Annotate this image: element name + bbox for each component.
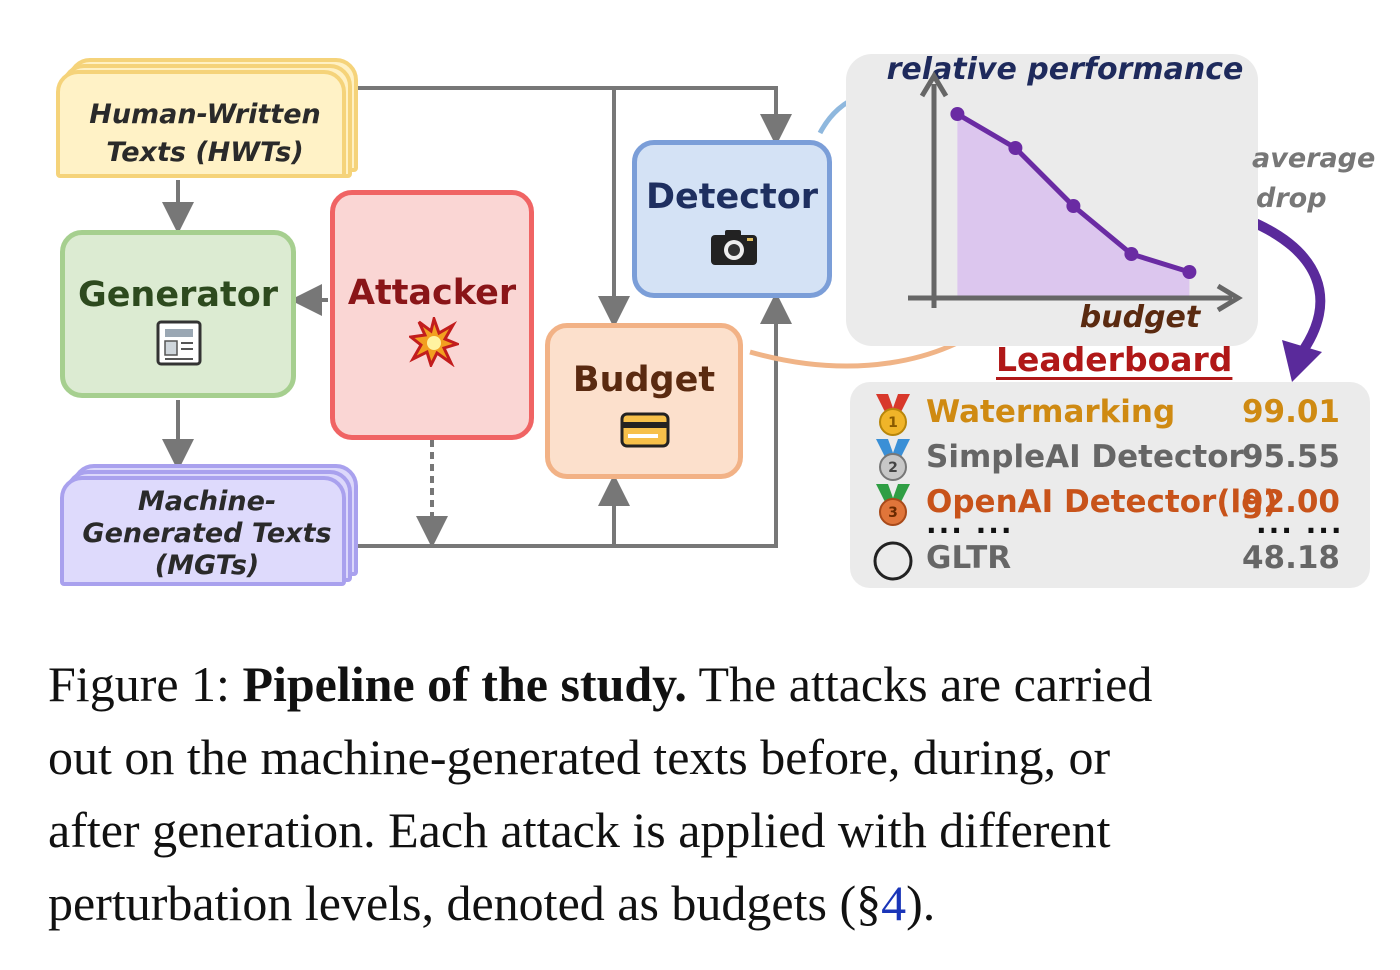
leaderboard-panel (850, 382, 1370, 588)
leaderboard-row-4: GLTR 48.18 (870, 540, 1340, 584)
empty-circle-icon (873, 541, 913, 581)
explosion-icon (409, 317, 459, 367)
connector-layer (162, 86, 1326, 548)
attacker-label: Attacker (347, 273, 517, 313)
caption-figure-number: Figure 1: (48, 656, 243, 712)
budget-label: Budget (572, 360, 716, 400)
camera-icon (711, 230, 757, 265)
bronze-medal-icon: 3 (876, 484, 910, 526)
caption-line4-suffix: ). (906, 875, 936, 931)
silver-medal-number: 2 (888, 460, 898, 476)
leaderboard-row-1: 1 Watermarking 99.01 (870, 394, 1340, 438)
mgt-label-line3: (MGTs) (154, 550, 260, 581)
mgt-node: Machine- Generated Texts (MGTs) (60, 476, 346, 586)
mgt-bottom-connector (350, 292, 792, 548)
chart-point-5 (1182, 265, 1197, 279)
chart-point-3 (1066, 199, 1081, 213)
caption-line4-prefix: perturbation levels, denoted as budgets … (48, 875, 882, 931)
chart-y-axis-arrowhead (919, 71, 949, 98)
gold-medal-icon: 1 (876, 394, 910, 436)
bronze-medal-number: 3 (888, 505, 898, 521)
attacker-node: Attacker (330, 190, 534, 440)
average-drop-label-line1: average (1252, 143, 1376, 174)
leaderboard-score: 95.55 (1241, 439, 1340, 475)
leaderboard-name: Watermarking (926, 394, 1176, 430)
chart-point-1 (950, 107, 965, 121)
mgt-label-line1: Machine- (137, 486, 277, 517)
chart-point-2 (1008, 141, 1023, 155)
detector-node: Detector (632, 140, 832, 298)
generator-label: Generator (77, 275, 279, 315)
leaderboard-score: 92.00 (1241, 484, 1340, 520)
hwt-top-connector (350, 86, 792, 146)
chart-y-axis-label: relative performance (886, 52, 1244, 87)
average-drop-label-line2: drop (1256, 183, 1327, 214)
leaderboard-score: 48.18 (1241, 540, 1340, 576)
leaderboard-row-2: 2 SimpleAI Detector 95.55 (870, 439, 1340, 483)
chart-x-axis-arrowhead (1216, 283, 1243, 313)
credit-card-icon (620, 412, 670, 448)
leaderboard-name: OpenAI Detector(lg) (926, 484, 1278, 520)
chart-x-axis-label: budget (1079, 300, 1201, 335)
caption-line-1: Figure 1: Pipeline of the study. The att… (48, 648, 1378, 721)
caption-line-4: perturbation levels, denoted as budgets … (48, 867, 1378, 940)
caption-line1-rest: The attacks are carried (686, 656, 1153, 712)
gold-medal-number: 1 (888, 415, 898, 431)
section-reference-link[interactable]: 4 (881, 875, 907, 931)
average-drop-arrowhead (1282, 340, 1322, 382)
leaderboard-ellipsis-right: ··· ··· (1256, 514, 1344, 547)
hwt-label: Human-Written Texts (HWTs) (89, 99, 321, 168)
mgt-label-line2: Generated Texts (82, 518, 332, 549)
leaderboard-name: SimpleAI Detector (926, 439, 1244, 475)
caption-line-2: out on the machine-generated texts befor… (48, 729, 1111, 785)
leaderboard-row-3: 3 OpenAI Detector(lg) 92.00 (870, 484, 1340, 528)
leaderboard-ellipsis-left: ··· ··· (926, 514, 1014, 547)
leaderboard-name: GLTR (926, 540, 1012, 576)
generator-node: Generator (60, 230, 296, 398)
leaderboard-score: 99.01 (1241, 394, 1340, 430)
average-drop-arrow (1246, 215, 1326, 358)
pipeline-figure: Human-Written Texts (HWTs) Generator Att… (56, 52, 1376, 588)
detector-label: Detector (645, 177, 819, 217)
budget-node: Budget (545, 323, 743, 479)
leaderboard-title: Leaderboard (996, 340, 1233, 379)
newspaper-icon (156, 320, 202, 366)
hwt-node: Human-Written Texts (HWTs) (56, 70, 346, 178)
silver-medal-icon: 2 (876, 439, 910, 481)
performance-chart (908, 71, 1243, 313)
caption-bold-title: Pipeline of the study. (242, 656, 687, 712)
figure-caption: Figure 1: Pipeline of the study. The att… (48, 648, 1378, 940)
caption-line-3: after generation. Each attack is applied… (48, 802, 1111, 858)
chart-point-4 (1124, 247, 1139, 261)
